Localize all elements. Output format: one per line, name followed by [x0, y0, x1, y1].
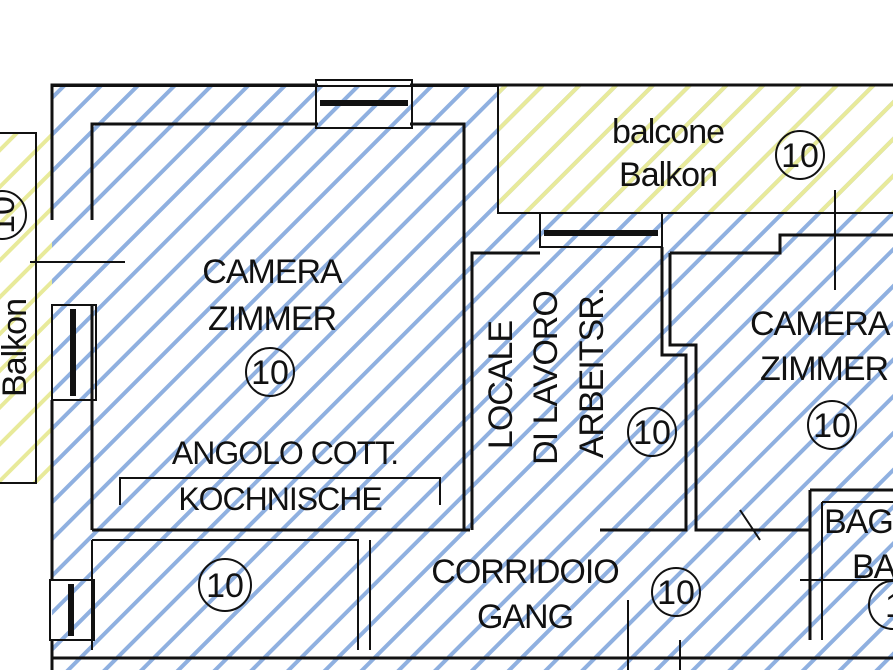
- balcone-label: balcone: [612, 113, 724, 151]
- outer-walls: [0, 83, 893, 670]
- room-bottom-left: 10: [198, 558, 252, 612]
- room-corridoio: CORRIDOIO GANG 10: [431, 553, 701, 636]
- room-balcone-top: balcone Balkon 10: [612, 113, 825, 194]
- room-number: 10: [781, 137, 819, 175]
- bad-label: BA: [852, 548, 893, 586]
- room-locale-lavoro: LOCALE DI LAVORO ARBEITSR. 10: [482, 288, 677, 465]
- window-top: [315, 79, 413, 129]
- angolo-label: ANGOLO COTT.: [172, 435, 398, 471]
- arbeitsr-label: ARBEITSR.: [573, 288, 611, 458]
- balkon-label: Balkon: [619, 156, 717, 194]
- room-number: 10: [633, 414, 671, 452]
- corridoio-label: CORRIDOIO: [431, 553, 618, 591]
- window-left-bottom: [49, 579, 95, 641]
- interior-walls: [30, 122, 893, 670]
- room-number: 10: [251, 354, 289, 392]
- zimmer-label: ZIMMER: [208, 300, 336, 338]
- room-camera-left: CAMERA ZIMMER 10: [202, 253, 344, 397]
- bagno-label: BAG: [824, 503, 893, 541]
- window-left: [51, 304, 97, 401]
- window-middle: [539, 212, 663, 248]
- gang-label: GANG: [477, 598, 573, 636]
- balkon-left-label: Balkon: [0, 299, 34, 397]
- kitchen-counter: [119, 477, 441, 505]
- kochnische-label: KOCHNISCHE: [178, 481, 381, 517]
- room-number: 10: [657, 574, 695, 612]
- room-number: 1: [885, 587, 893, 625]
- room-number: 10: [206, 567, 244, 605]
- room-number: 10: [0, 196, 22, 234]
- camera-label: CAMERA: [202, 253, 343, 291]
- locale-label: LOCALE: [482, 321, 520, 449]
- zimmer-right-label: ZIMMER: [760, 350, 888, 388]
- room-bagno: BAG BA 1: [824, 503, 893, 630]
- room-angolo-cottura: ANGOLO COTT. KOCHNISCHE: [172, 435, 399, 517]
- hatch-balcony-top: [498, 85, 893, 213]
- room-balcone-left: Balkon 10: [0, 190, 34, 397]
- camera-right-label: CAMERA: [750, 305, 891, 343]
- room-camera-right: CAMERA ZIMMER 10: [750, 305, 892, 450]
- di-lavoro-label: DI LAVORO: [527, 291, 565, 465]
- room-number: 10: [813, 407, 851, 445]
